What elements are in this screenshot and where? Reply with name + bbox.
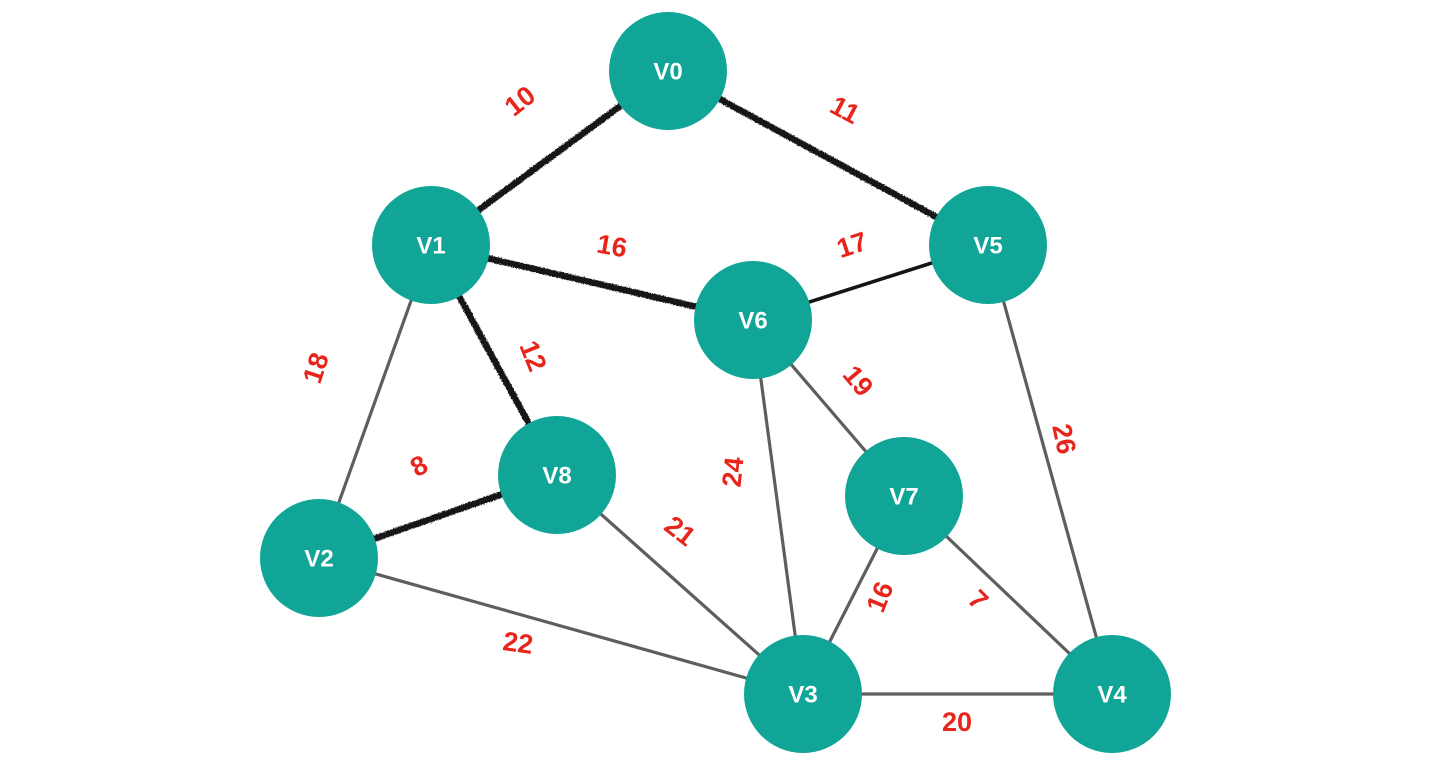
edges-layer	[315, 67, 1114, 696]
node-v7: V7	[845, 437, 963, 555]
edge-weight-v8-v2: 8	[405, 449, 432, 483]
edge-weight-v5-v6: 17	[833, 226, 871, 264]
node-v4: V4	[1053, 635, 1171, 753]
edge-weight-v8-v3: 21	[659, 510, 701, 552]
node-circle	[609, 12, 727, 130]
node-v8: V8	[498, 416, 616, 534]
edge-v2-v3	[317, 556, 805, 696]
node-v0: V0	[609, 12, 727, 130]
weights-layer: 10 11 16 12 8 17 18 19 24 26 21 22 16 7 20	[297, 80, 1082, 737]
node-circle	[929, 186, 1047, 304]
edge-weight-v2-v3: 22	[501, 626, 535, 660]
node-circle	[372, 186, 490, 304]
node-v2: V2	[260, 499, 378, 617]
node-label: V0	[653, 59, 682, 86]
edge-v6-v3	[751, 318, 805, 696]
edge-weight-v7-v3: 16	[860, 577, 899, 616]
node-circle	[744, 635, 862, 753]
node-label: V3	[788, 682, 817, 709]
edge-weight-v3-v4: 20	[942, 707, 972, 737]
edge-weight-v1-v8: 12	[513, 336, 552, 375]
node-label: V7	[889, 484, 918, 511]
node-circle	[694, 261, 812, 379]
node-label: V8	[542, 463, 571, 490]
node-circle	[260, 499, 378, 617]
node-label: V2	[304, 546, 333, 573]
node-v6: V6	[694, 261, 812, 379]
node-label: V6	[738, 308, 767, 335]
node-v5: V5	[929, 186, 1047, 304]
node-v3: V3	[744, 635, 862, 753]
edge-weight-v0-v1: 10	[499, 80, 541, 122]
node-label: V4	[1097, 682, 1127, 709]
node-label: V1	[416, 233, 445, 260]
node-circle	[1053, 635, 1171, 753]
edge-weight-v6-v3: 24	[717, 455, 750, 488]
edge-weight-v7-v4: 7	[962, 584, 994, 616]
node-circle	[498, 416, 616, 534]
node-label: V5	[973, 233, 1002, 260]
edge-weight-v1-v6: 16	[595, 229, 630, 264]
edge-v0-v5	[664, 67, 992, 249]
edge-v5-v4	[986, 243, 1114, 696]
node-v1: V1	[372, 186, 490, 304]
edge-weight-v5-v4: 26	[1046, 421, 1082, 457]
edge-weight-v6-v7: 19	[837, 360, 879, 402]
edge-weight-v1-v2: 18	[297, 349, 335, 387]
edge-weight-v0-v5: 11	[825, 90, 864, 130]
node-circle	[845, 437, 963, 555]
